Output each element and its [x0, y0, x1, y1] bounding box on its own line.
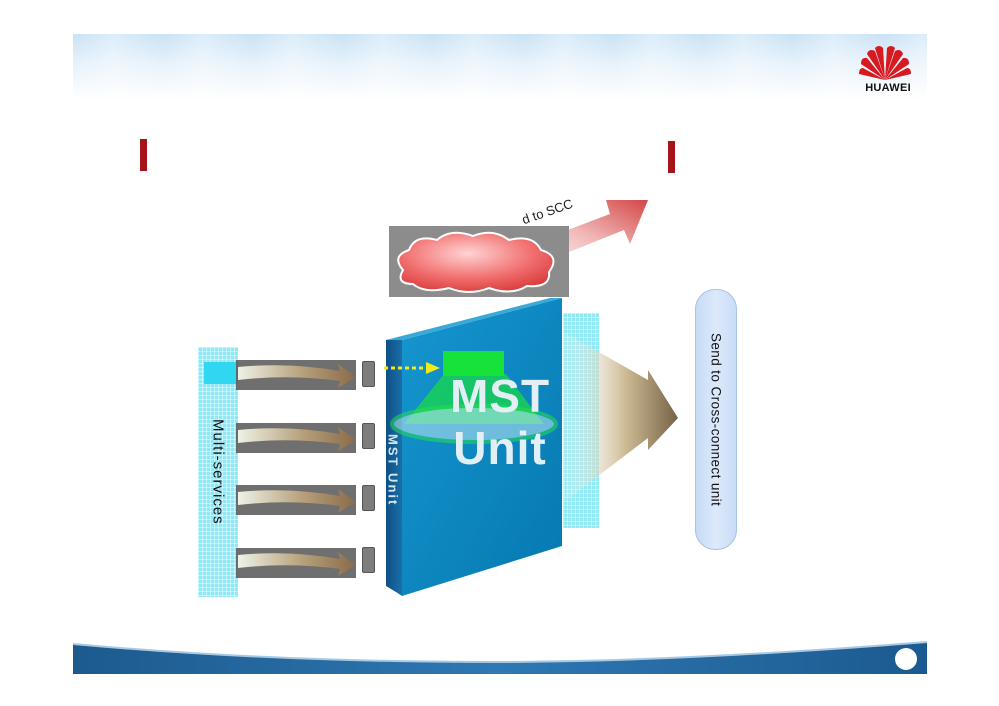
mst-word-line1: MST [449, 370, 551, 422]
title-accent-left [140, 139, 147, 171]
header-sheen [73, 34, 927, 100]
input-arrows [236, 360, 356, 578]
input-port-4 [362, 547, 375, 573]
input-arrow-1 [236, 360, 356, 390]
input-port-1 [362, 361, 375, 387]
huawei-logo-text: HUAWEI [865, 82, 911, 94]
multi-services-highlight [204, 362, 238, 384]
send-cross-connect-label: Send to Cross-connect unit [708, 332, 724, 507]
multi-services-label: Multi-services [209, 419, 227, 525]
mst-unit-title: MST Unit [440, 370, 560, 474]
dotted-arrow-icon [384, 362, 440, 374]
mst-unit-panel [386, 298, 562, 596]
mst-side-label: MST Unit [385, 433, 401, 507]
mst-side-label-wrap: MST Unit [382, 400, 404, 540]
huawei-logo-icon [859, 46, 911, 80]
input-arrow-2 [236, 423, 356, 453]
input-port-2 [362, 423, 375, 449]
green-module-box [443, 351, 504, 376]
mst-word-line2: Unit [453, 422, 547, 474]
footer-banner [73, 636, 927, 674]
output-arrow [560, 330, 678, 505]
footer-wave [73, 636, 927, 674]
input-port-3 [362, 485, 375, 511]
input-arrow-4 [236, 548, 356, 578]
cloud-icon [397, 231, 555, 293]
send-cross-connect-box: Send to Cross-connect unit [695, 289, 737, 550]
input-arrow-3 [236, 485, 356, 515]
multi-services-strip [198, 347, 238, 597]
multi-services-label-wrap: Multi-services [198, 347, 238, 597]
service-focus-overlay [390, 374, 558, 444]
page-number-dot [895, 648, 917, 670]
header-banner: HUAWEI [73, 34, 927, 100]
title-accent-right [668, 141, 675, 173]
